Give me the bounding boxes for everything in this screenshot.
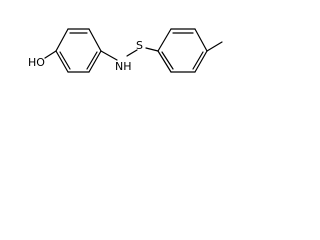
phenol-ring-bond <box>55 28 69 52</box>
tolyl-ring-bond <box>157 28 172 52</box>
phenol-ring-bond <box>55 50 69 73</box>
phenol-double-bond <box>59 51 71 70</box>
phenol-ring-bond <box>88 28 102 52</box>
n-s-bond <box>126 49 138 57</box>
tolyl-double-bond <box>192 51 204 70</box>
tolyl-ring <box>157 28 208 73</box>
chemical-structure-canvas: HO NH S <box>0 0 250 103</box>
c-o-bond <box>44 50 57 59</box>
tolyl-ring-bond <box>194 28 208 52</box>
tolyl-ring-bond <box>157 50 172 73</box>
phenol-double-bond <box>86 51 98 70</box>
methyl-bond <box>206 41 223 52</box>
tolyl-ring-bond <box>194 50 208 73</box>
molecule-diagram: HO NH S <box>28 28 223 73</box>
tolyl-double-bond <box>161 51 174 70</box>
phenol-ring <box>55 28 102 73</box>
sulfur-label: S <box>136 39 143 52</box>
c-n-bond <box>100 50 118 61</box>
s-c-bond <box>145 47 159 52</box>
hydroxyl-label: HO <box>28 56 45 69</box>
phenol-ring-bond <box>88 50 102 73</box>
amine-label: NH <box>115 60 132 73</box>
